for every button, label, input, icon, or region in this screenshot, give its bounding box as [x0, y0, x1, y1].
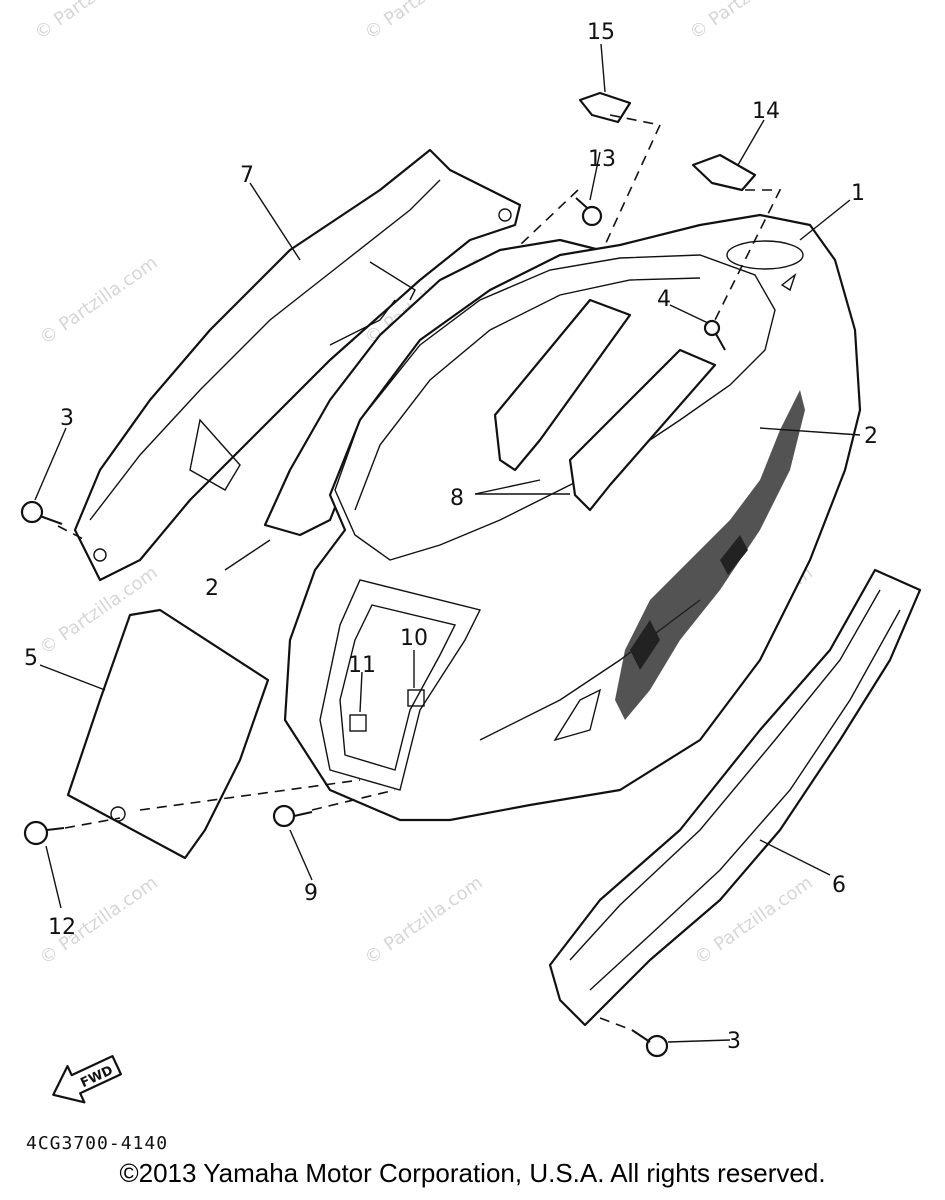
part-15-clip: [578, 91, 632, 124]
callout-3-left: 3: [60, 406, 74, 431]
callout-10: 10: [400, 626, 428, 651]
watermark: © Partzilla.com: [361, 872, 487, 969]
assembly-lines: [57, 114, 782, 1031]
part-5-panel: [66, 608, 270, 860]
part-8-pad-upper: [493, 298, 632, 472]
watermark: © Partzilla.com: [31, 0, 157, 44]
callout-4: 4: [657, 287, 671, 312]
callout-2-right: 2: [864, 424, 878, 449]
callout-14: 14: [752, 99, 780, 124]
part-7-side-cover: [73, 148, 522, 582]
small-parts: [20, 91, 757, 1058]
part-9-rivet: [272, 804, 313, 828]
callout-15: 15: [587, 20, 615, 45]
part-14-clip: [691, 153, 757, 192]
callout-11: 11: [348, 653, 376, 678]
part-11-nut: [349, 714, 367, 732]
callout-9: 9: [304, 881, 318, 906]
leader-lines: [34, 43, 861, 1043]
part-3-screw-left: [20, 500, 63, 525]
callout-3-right: 3: [727, 1029, 741, 1054]
part-13-bolt: [575, 197, 603, 227]
callout-12: 12: [48, 915, 76, 940]
callout-8: 8: [450, 486, 464, 511]
diagram-code: 4CG3700-4140: [26, 1133, 168, 1154]
part-3-screw-right: [631, 1029, 669, 1058]
copyright-notice: ©2013 Yamaha Motor Corporation, U.S.A. A…: [119, 1158, 826, 1188]
callout-13: 13: [588, 147, 616, 172]
callout-6: 6: [832, 873, 846, 898]
part-12-rivet: [23, 820, 65, 846]
watermark: © Partzilla.com: [361, 0, 487, 44]
part-6-side-rail: [548, 568, 922, 1027]
callout-2-left: 2: [205, 576, 219, 601]
part-10-nut: [407, 689, 425, 707]
part-1-body-cover: [283, 213, 862, 822]
callout-labels: 1 2 2 3 3 4 5 6 7 8 9 10 11 12 13 14 15: [24, 20, 878, 1054]
part-4-screw: [703, 319, 726, 351]
callout-5: 5: [24, 646, 38, 671]
watermark: © Partzilla.com: [36, 252, 162, 349]
callout-7: 7: [240, 163, 254, 188]
callout-1: 1: [851, 181, 865, 206]
fwd-arrow: FWD: [52, 1055, 123, 1104]
watermark: © Partzilla.com: [686, 0, 812, 44]
part-8-pad-lower: [568, 348, 717, 512]
